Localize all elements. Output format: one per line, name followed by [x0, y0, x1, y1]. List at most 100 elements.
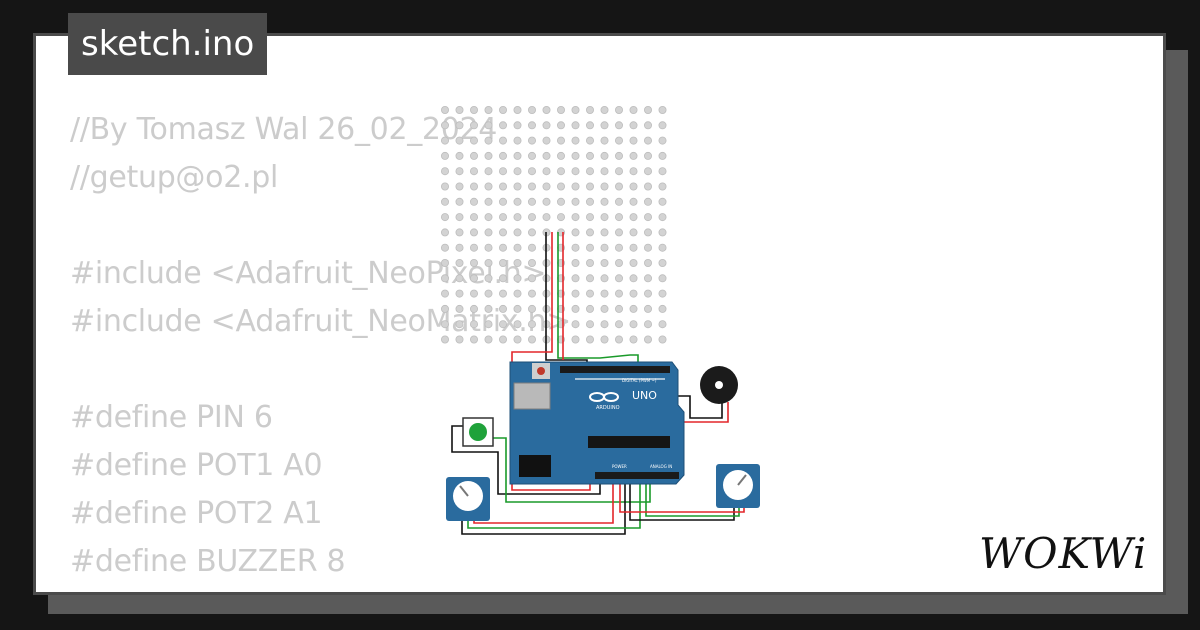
code-line: #define BUZZER 8	[70, 544, 346, 579]
matrix-led	[440, 151, 449, 160]
matrix-led	[629, 167, 638, 176]
matrix-led	[557, 106, 566, 115]
matrix-led	[658, 197, 667, 206]
matrix-led	[615, 197, 624, 206]
matrix-led	[498, 243, 507, 252]
matrix-led	[513, 243, 522, 252]
matrix-led	[615, 320, 624, 329]
matrix-led	[615, 228, 624, 237]
matrix-led	[469, 258, 478, 267]
matrix-led	[528, 304, 537, 313]
matrix-led	[586, 106, 595, 115]
matrix-led	[615, 167, 624, 176]
matrix-led	[469, 121, 478, 130]
matrix-led	[513, 182, 522, 191]
analog-header-label: ANALOG IN	[650, 464, 672, 469]
matrix-led	[484, 320, 493, 329]
matrix-led	[629, 197, 638, 206]
matrix-led	[440, 106, 449, 115]
matrix-led	[513, 289, 522, 298]
matrix-led	[513, 121, 522, 130]
matrix-led	[542, 121, 551, 130]
potentiometer-right[interactable]	[716, 464, 760, 508]
matrix-led	[600, 151, 609, 160]
matrix-led	[571, 136, 580, 145]
matrix-led	[498, 320, 507, 329]
code-line: #define POT2 A1	[70, 496, 323, 531]
matrix-led	[629, 106, 638, 115]
potentiometer-left[interactable]	[446, 477, 490, 521]
matrix-led	[484, 121, 493, 130]
matrix-led	[600, 136, 609, 145]
matrix-led	[513, 320, 522, 329]
matrix-led	[557, 136, 566, 145]
matrix-led	[600, 213, 609, 222]
matrix-led	[658, 182, 667, 191]
matrix-led	[571, 289, 580, 298]
matrix-led	[557, 182, 566, 191]
matrix-led	[498, 213, 507, 222]
board-brand-label: ARDUINO	[596, 405, 620, 411]
matrix-led	[513, 304, 522, 313]
matrix-led	[600, 167, 609, 176]
matrix-led	[440, 243, 449, 252]
push-button[interactable]	[462, 417, 494, 447]
matrix-led	[513, 258, 522, 267]
matrix-led	[586, 320, 595, 329]
matrix-led	[600, 228, 609, 237]
matrix-led	[644, 151, 653, 160]
matrix-led	[586, 151, 595, 160]
matrix-led	[629, 243, 638, 252]
matrix-led	[542, 197, 551, 206]
matrix-led	[571, 151, 580, 160]
matrix-led	[528, 274, 537, 283]
matrix-led	[586, 243, 595, 252]
matrix-led	[644, 243, 653, 252]
matrix-led	[528, 243, 537, 252]
matrix-led	[615, 274, 624, 283]
matrix-led	[658, 335, 667, 344]
matrix-led	[455, 258, 464, 267]
matrix-led	[600, 197, 609, 206]
matrix-led	[455, 182, 464, 191]
matrix-led	[658, 243, 667, 252]
matrix-led	[600, 106, 609, 115]
code-line: //By Tomasz Wal 26_02_2024	[70, 112, 498, 147]
matrix-led	[513, 167, 522, 176]
matrix-led	[528, 213, 537, 222]
matrix-led	[629, 304, 638, 313]
buzzer[interactable]	[700, 366, 738, 404]
matrix-led	[615, 136, 624, 145]
matrix-led	[644, 320, 653, 329]
code-preview: //By Tomasz Wal 26_02_2024//getup@o2.pl#…	[70, 106, 571, 586]
matrix-led	[498, 228, 507, 237]
matrix-led	[658, 121, 667, 130]
matrix-led	[440, 258, 449, 267]
matrix-led	[557, 167, 566, 176]
matrix-led	[557, 151, 566, 160]
matrix-led	[528, 197, 537, 206]
matrix-led	[586, 182, 595, 191]
matrix-led	[658, 304, 667, 313]
code-line: #define PIN 6	[70, 400, 273, 435]
matrix-led	[469, 274, 478, 283]
arduino-uno-board[interactable]: UNO ARDUINO DIGITAL (PWM ~) ANALOG IN PO…	[509, 361, 685, 485]
matrix-led	[498, 258, 507, 267]
matrix-led	[629, 335, 638, 344]
matrix-led	[644, 167, 653, 176]
matrix-led	[586, 136, 595, 145]
matrix-led	[528, 151, 537, 160]
matrix-led	[629, 136, 638, 145]
code-line: #include <Adafruit_NeoMatrix.h>	[70, 304, 572, 339]
matrix-led	[629, 274, 638, 283]
matrix-led	[557, 213, 566, 222]
matrix-led	[571, 274, 580, 283]
matrix-led	[658, 258, 667, 267]
matrix-led	[440, 182, 449, 191]
preview-card: //By Tomasz Wal 26_02_2024//getup@o2.pl#…	[33, 33, 1166, 595]
matrix-led	[498, 136, 507, 145]
matrix-led	[644, 106, 653, 115]
matrix-led	[629, 320, 638, 329]
matrix-led	[644, 182, 653, 191]
